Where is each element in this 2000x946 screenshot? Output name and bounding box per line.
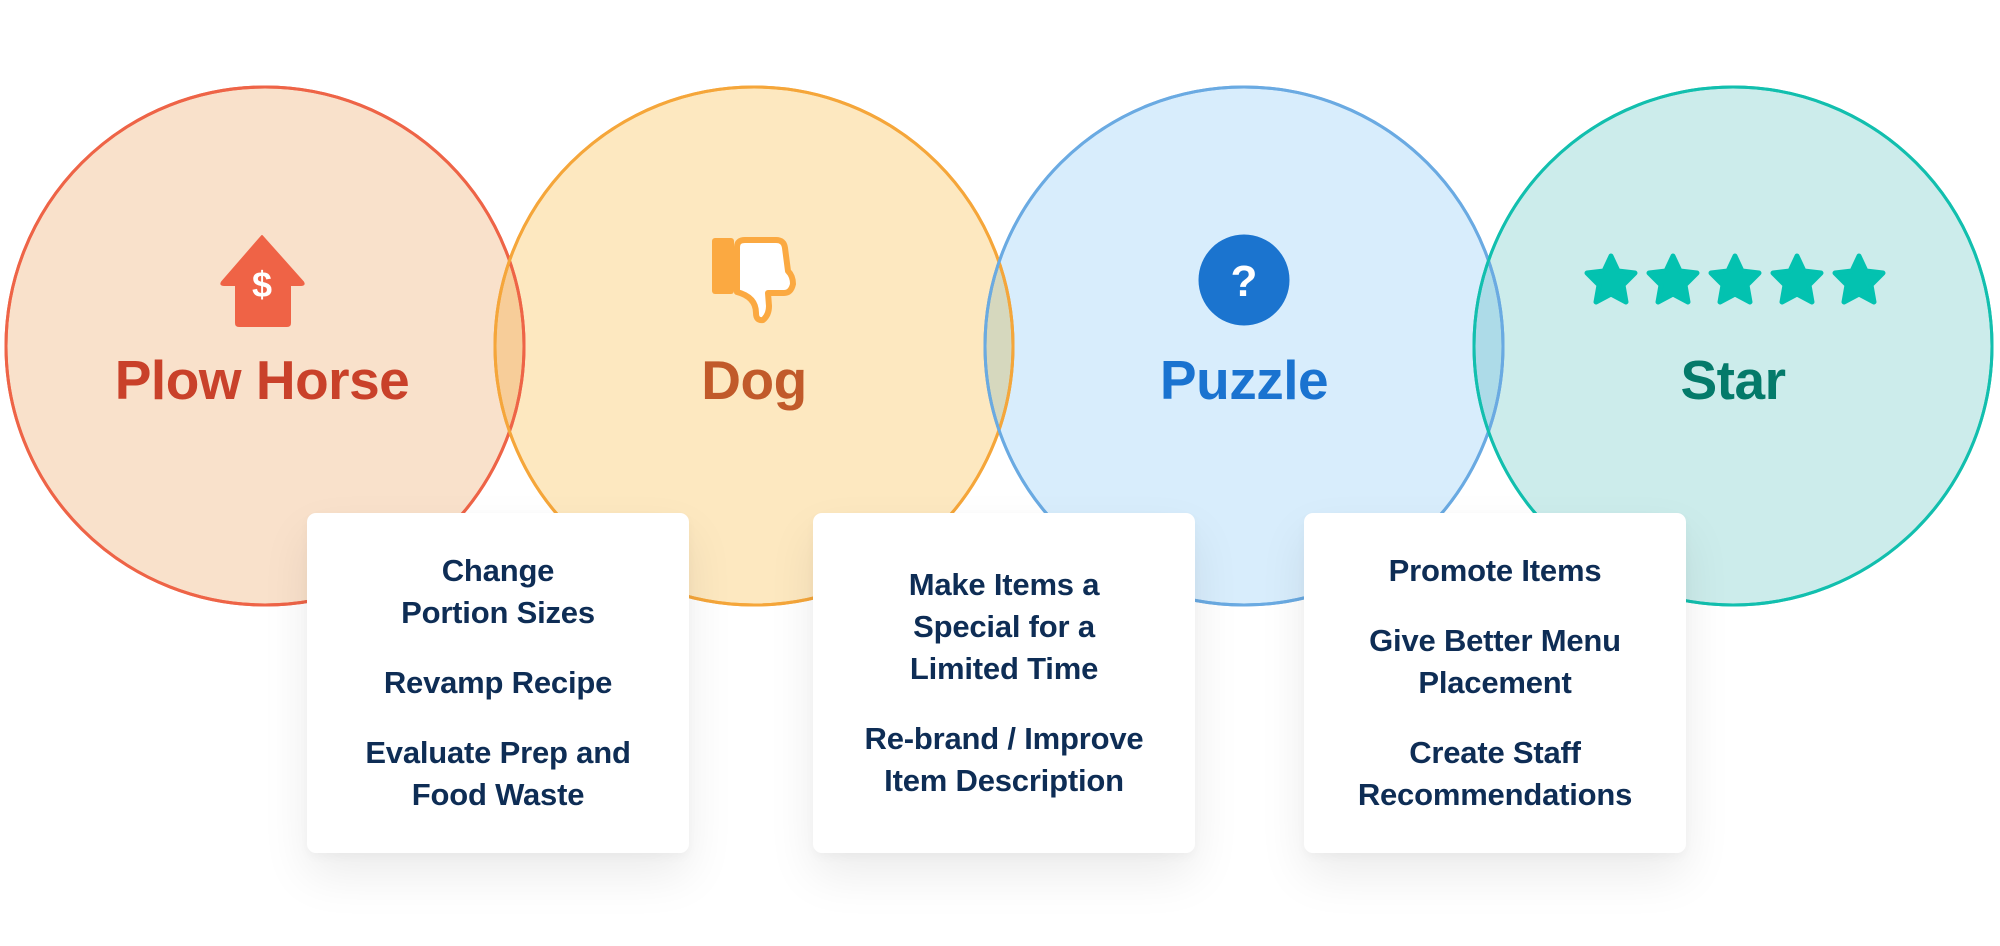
puzzle-title: Puzzle (1159, 349, 1329, 411)
action-item: Create Staff Recommendations (1357, 735, 1633, 812)
thumbs-down-icon (712, 237, 796, 324)
action-item: Re-brand / Improve Item Description (864, 721, 1144, 798)
question-mark-icon: ? (1198, 234, 1290, 326)
plow-horse-title: Plow Horse (114, 349, 410, 411)
puzzle-star-action-card: Promote Items Give Better Menu Placement… (1304, 513, 1686, 853)
dollar-up-arrow-icon: $ (220, 235, 305, 327)
action-item: Change Portion Sizes (401, 553, 595, 630)
dog-puzzle-action-card: Make Items a Special for a Limited Time … (813, 513, 1195, 853)
action-item: Revamp Recipe (383, 665, 613, 700)
dog-title: Dog (701, 349, 807, 411)
action-item: Give Better Menu Placement (1369, 623, 1621, 700)
svg-text:$: $ (252, 264, 272, 305)
star-title: Star (1680, 349, 1787, 411)
plow-horse-dog-action-card: Change Portion Sizes Revamp Recipe Evalu… (307, 513, 689, 853)
action-item: Promote Items (1388, 553, 1602, 588)
action-item: Evaluate Prep and Food Waste (365, 735, 631, 812)
svg-text:?: ? (1231, 257, 1258, 306)
action-item: Make Items a Special for a Limited Time (908, 567, 1100, 686)
five-stars-icon (1584, 253, 1886, 305)
